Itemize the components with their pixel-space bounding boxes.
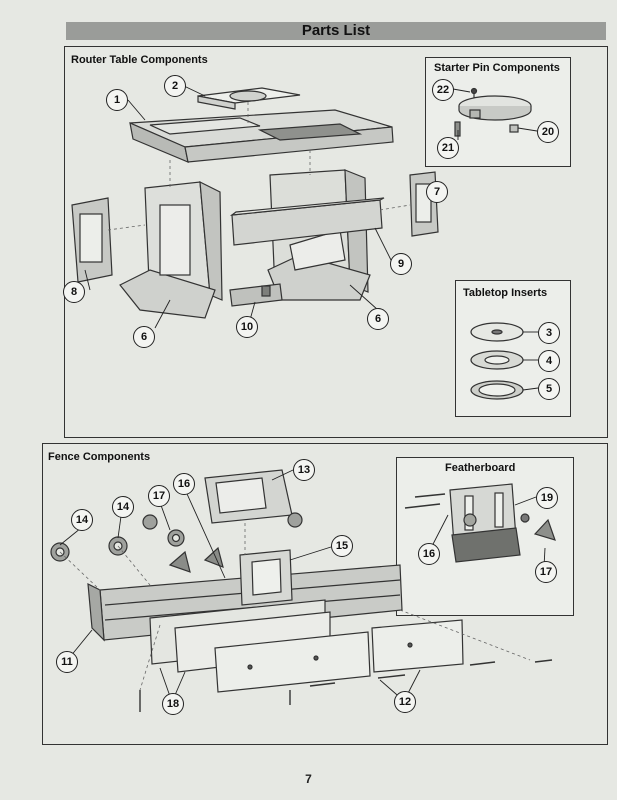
callout-14-left: 14 xyxy=(71,509,93,531)
callout-21: 21 xyxy=(437,137,459,159)
callout-15: 15 xyxy=(331,535,353,557)
callout-6-right: 6 xyxy=(367,308,389,330)
router-table-panel xyxy=(64,46,608,438)
fence-faces xyxy=(214,619,464,693)
callout-5: 5 xyxy=(538,378,560,400)
callout-16-featherboard: 16 xyxy=(418,543,440,565)
callout-18: 18 xyxy=(162,693,184,715)
callout-7: 7 xyxy=(426,181,448,203)
starter-pin-title: Starter Pin Components xyxy=(434,62,560,74)
cross-brace xyxy=(229,197,385,246)
callout-19: 19 xyxy=(536,487,558,509)
callout-8: 8 xyxy=(63,281,85,303)
fence-title: Fence Components xyxy=(48,451,151,463)
router-table-title: Router Table Components xyxy=(71,54,208,66)
page-number: 7 xyxy=(305,772,312,786)
callout-17-fence: 17 xyxy=(148,485,170,507)
callout-12: 12 xyxy=(394,691,416,713)
callout-6-left: 6 xyxy=(133,326,155,348)
fence-guard xyxy=(239,549,293,606)
switch-box xyxy=(229,283,283,307)
fence-panel xyxy=(42,443,608,745)
left-leg xyxy=(119,180,223,319)
callout-2: 2 xyxy=(164,75,186,97)
callout-14-right: 14 xyxy=(112,496,134,518)
callout-20: 20 xyxy=(537,121,559,143)
tabletop-inserts-title: Tabletop Inserts xyxy=(463,287,548,299)
callout-11: 11 xyxy=(56,651,78,673)
callout-13: 13 xyxy=(293,459,315,481)
callout-17-featherboard: 17 xyxy=(535,561,557,583)
fence-bolts xyxy=(139,659,553,712)
callout-1: 1 xyxy=(106,89,128,111)
callout-4: 4 xyxy=(538,350,560,372)
featherboard-title: Featherboard xyxy=(445,462,516,474)
featherboard-illustration xyxy=(404,483,556,563)
callout-9: 9 xyxy=(390,253,412,275)
starter-pin-group xyxy=(454,87,532,137)
callout-10: 10 xyxy=(236,316,258,338)
fence-brackets xyxy=(168,546,224,573)
router-table-top xyxy=(129,109,394,163)
tabletop-inserts xyxy=(470,322,524,400)
page-title: Parts List xyxy=(66,22,606,40)
callout-3: 3 xyxy=(538,322,560,344)
callout-16-fence: 16 xyxy=(173,473,195,495)
fence-housing xyxy=(204,469,293,524)
callout-22: 22 xyxy=(432,79,454,101)
insert-plate xyxy=(197,87,301,110)
side-panel-left xyxy=(71,197,113,283)
